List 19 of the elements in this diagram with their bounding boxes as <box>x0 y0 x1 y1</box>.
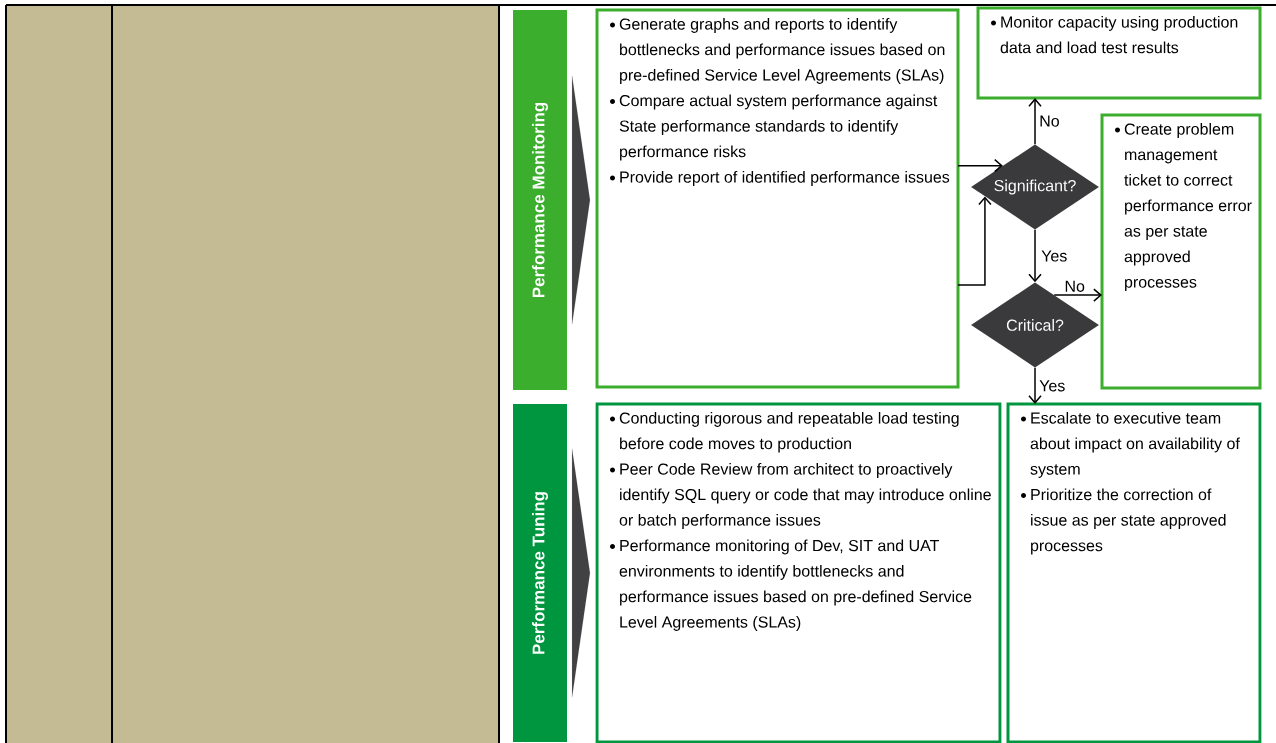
process-box: Generate graphs and reports to identify bottlenecks and performance issues based on pre-defined Service Level Agreements (SLAs) Compare actual system performance against State performance standards to identify performance risks Provide report of identified performance issues <box>595 8 960 389</box>
arrow <box>957 196 992 286</box>
chevron-arrow <box>572 448 590 698</box>
arrow <box>1028 228 1042 283</box>
process-box: Create problem management ticket to correct performance error as per state approved processes <box>1100 113 1262 390</box>
arrow <box>957 158 1003 173</box>
process-box: Conducting rigorous and repeatable load testing before code moves to production Peer Code Review from architect to proactively identify SQL query or code that may introduce online or batch performance issues Performance monitoring of Dev, SIT and UAT environments to identify bottlenecks and performance issues based on pre-defined Service Level Agreements (SLAs) <box>595 402 1002 743</box>
process-box: Monitor capacity using production data and load test results <box>976 6 1262 100</box>
edge-label: No <box>1063 279 1086 293</box>
arrow <box>1028 366 1042 404</box>
edge-label: No <box>1038 114 1061 128</box>
phase-band: Performance Monitoring <box>513 10 567 390</box>
edge-label: Yes <box>1040 249 1069 263</box>
chevron-arrow <box>572 75 590 325</box>
arrow <box>1028 98 1042 146</box>
arrow <box>1053 288 1102 302</box>
phase-band: Performance Tuning <box>513 404 567 742</box>
edge-label: Yes <box>1038 379 1067 393</box>
process-box: Escalate to executive team about impact on availability of system Prioritize the correction of issue as per state approved processes <box>1006 402 1262 743</box>
